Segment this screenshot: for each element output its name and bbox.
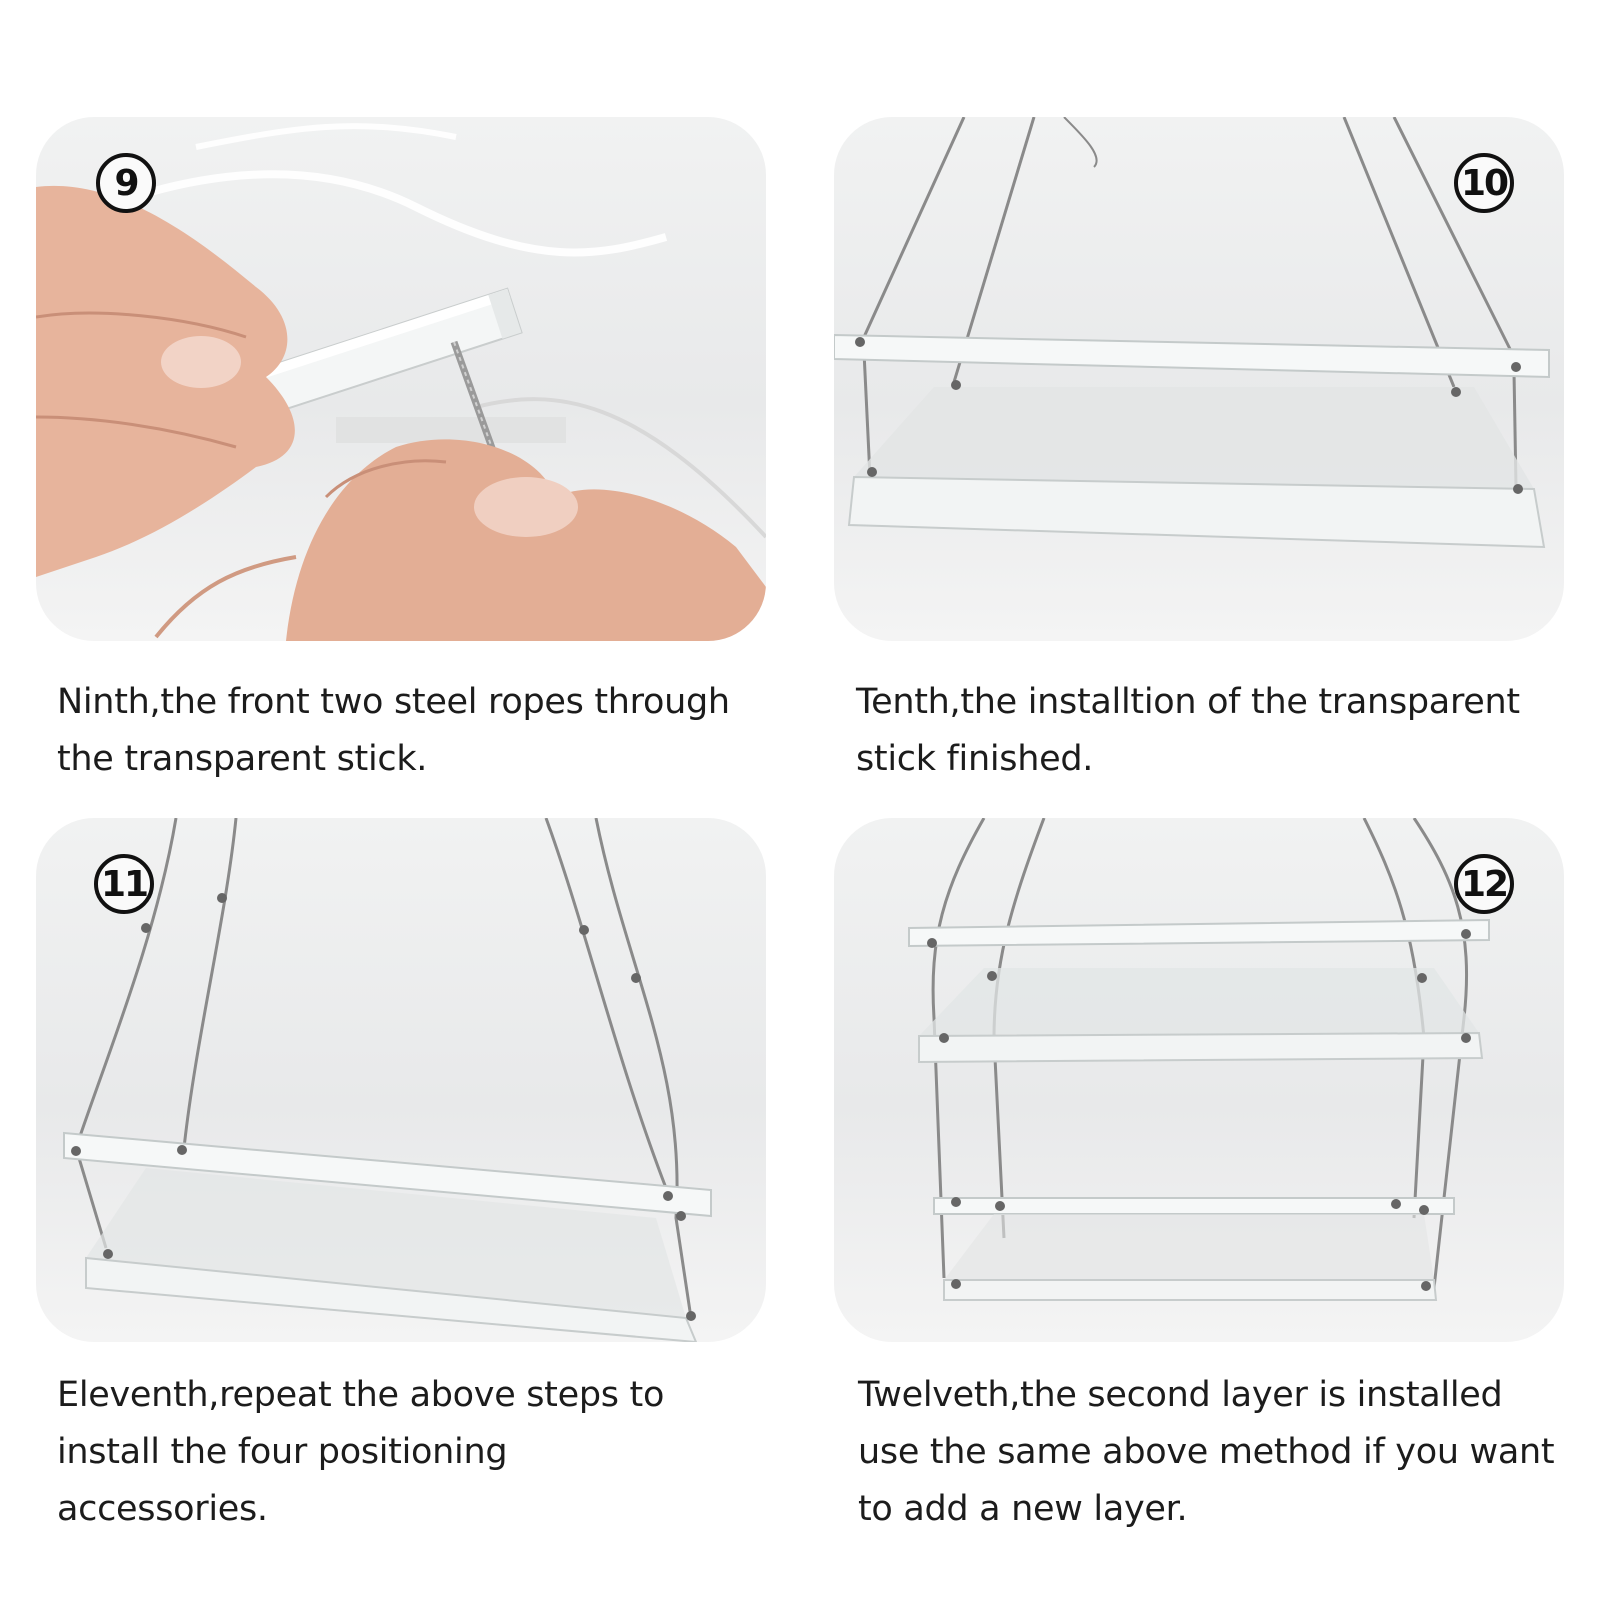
hanging-shelf-illustration: [63, 818, 712, 1342]
two-layer-shelf-illustration: [908, 818, 1490, 1301]
step-12-photo: 12: [834, 818, 1564, 1342]
step-number-badge: 9: [96, 153, 156, 213]
step-10-caption: Tenth,the installtion of the transparent…: [856, 682, 1520, 779]
step-number-badge: 12: [1454, 854, 1514, 914]
step-11-caption: Eleventh,repeat the above steps to insta…: [57, 1375, 665, 1529]
step-12-caption: Twelveth,the second layer is installed u…: [858, 1375, 1555, 1529]
step-10-photo: 10: [834, 117, 1564, 641]
step-number-badge: 10: [1454, 153, 1514, 213]
hand-threading-rope-illustration: [36, 123, 766, 641]
step-9-photo: 9: [36, 117, 766, 641]
step-number-badge: 11: [94, 854, 154, 914]
step-9-caption: Ninth,the front two steel ropes through …: [57, 682, 730, 779]
hanging-shelf-illustration: [834, 117, 1550, 549]
step-11-photo: 11: [36, 818, 766, 1342]
